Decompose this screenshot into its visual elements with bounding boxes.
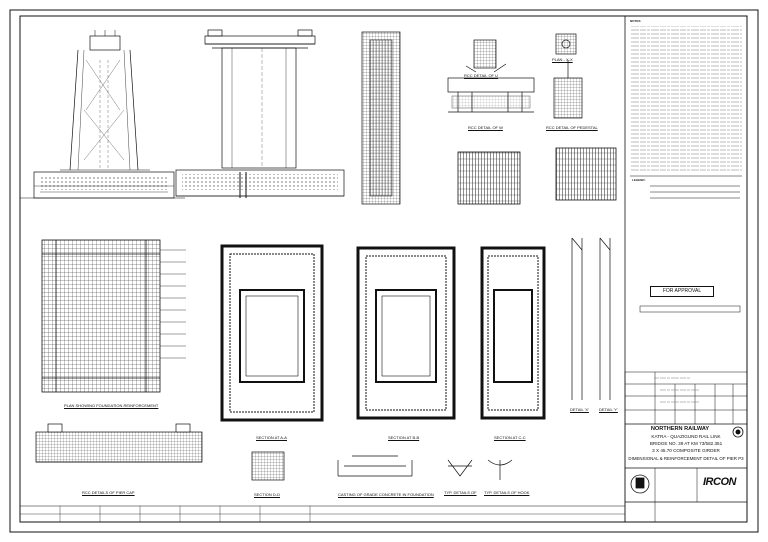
vertical-reinforcement-elevation	[361, 31, 401, 205]
emblem-icon	[732, 426, 744, 438]
approval-stamp: FOR APPROVAL	[650, 286, 714, 297]
title-line-4: DIMENSIONAL & REINFORCEMENT DETAIL OF PI…	[628, 456, 744, 461]
view-label-section-a: SECTION AT A-A	[256, 435, 287, 440]
pier-cap-detail	[35, 423, 203, 463]
plan-x	[555, 33, 577, 55]
pier-elevation-middle	[175, 29, 345, 198]
notes-heading: NOTES:	[630, 19, 642, 23]
title-line-3: 3 X 45.70 COMPOSITE GIRDER	[652, 448, 720, 453]
section-b-b	[356, 246, 456, 420]
view-label-casting: CASTING OF GRADE CONCRETE IN FOUNDATION	[338, 492, 434, 497]
title-client: NORTHERN RAILWAY	[650, 426, 710, 432]
view-label-plan-x: PLAN - X-X	[552, 57, 573, 62]
view-label-detail-x: DETAIL 'X'	[570, 407, 589, 412]
section-c-c	[480, 246, 546, 420]
rcc-detail-w	[447, 77, 535, 113]
view-label-rcc-detail-u: RCC DETAIL OF U	[464, 73, 499, 78]
foundation-plan-mesh	[41, 239, 186, 393]
view-label-foundation-plan: PLAN SHOWING FOUNDATION REINFORCEMENT	[64, 403, 159, 408]
title-line-2: BRIDGE NO. 39 AT KM 73/582.351	[649, 441, 723, 446]
casting-detail	[337, 455, 413, 477]
ircon-logo: IRCON	[703, 476, 736, 488]
view-label-typ-detail-a: TYP. DETAILS OF	[444, 490, 477, 495]
rcc-detail-pedestal	[553, 60, 583, 119]
notes-text-block	[630, 26, 742, 172]
section-a-a	[220, 244, 324, 422]
view-label-rcc-detail-w: RCC DETAIL OF W	[468, 125, 503, 130]
legend-heading: LEGEND:	[632, 178, 646, 182]
pedestal-plan-1	[457, 151, 521, 205]
view-label-pier-cap: RCC DETAILS OF PIER CAP	[82, 490, 135, 495]
railway-logo-icon	[630, 474, 650, 494]
view-label-section-c: SECTION AT C-C	[494, 435, 526, 440]
section-d-d	[251, 451, 285, 481]
view-label-section-dd: SECTION D-D	[254, 492, 280, 497]
detail-x-y	[571, 237, 611, 400]
view-label-typ-detail-b: TYP. DETAILS OF HOOK	[484, 490, 530, 495]
view-label-rcc-detail-pedestal: RCC DETAIL OF PEDESTAL	[546, 125, 598, 130]
pier-elevation-left	[20, 30, 185, 199]
rcc-detail-u	[465, 39, 507, 73]
view-label-detail-y: DETAIL 'Y'	[599, 407, 618, 412]
view-label-section-b: SECTION AT B-B	[388, 435, 420, 440]
pedestal-plan-2	[555, 147, 617, 201]
typ-details	[447, 459, 513, 480]
title-line-1: KATRA - QUAZIGUND RAIL LINK	[651, 434, 721, 439]
